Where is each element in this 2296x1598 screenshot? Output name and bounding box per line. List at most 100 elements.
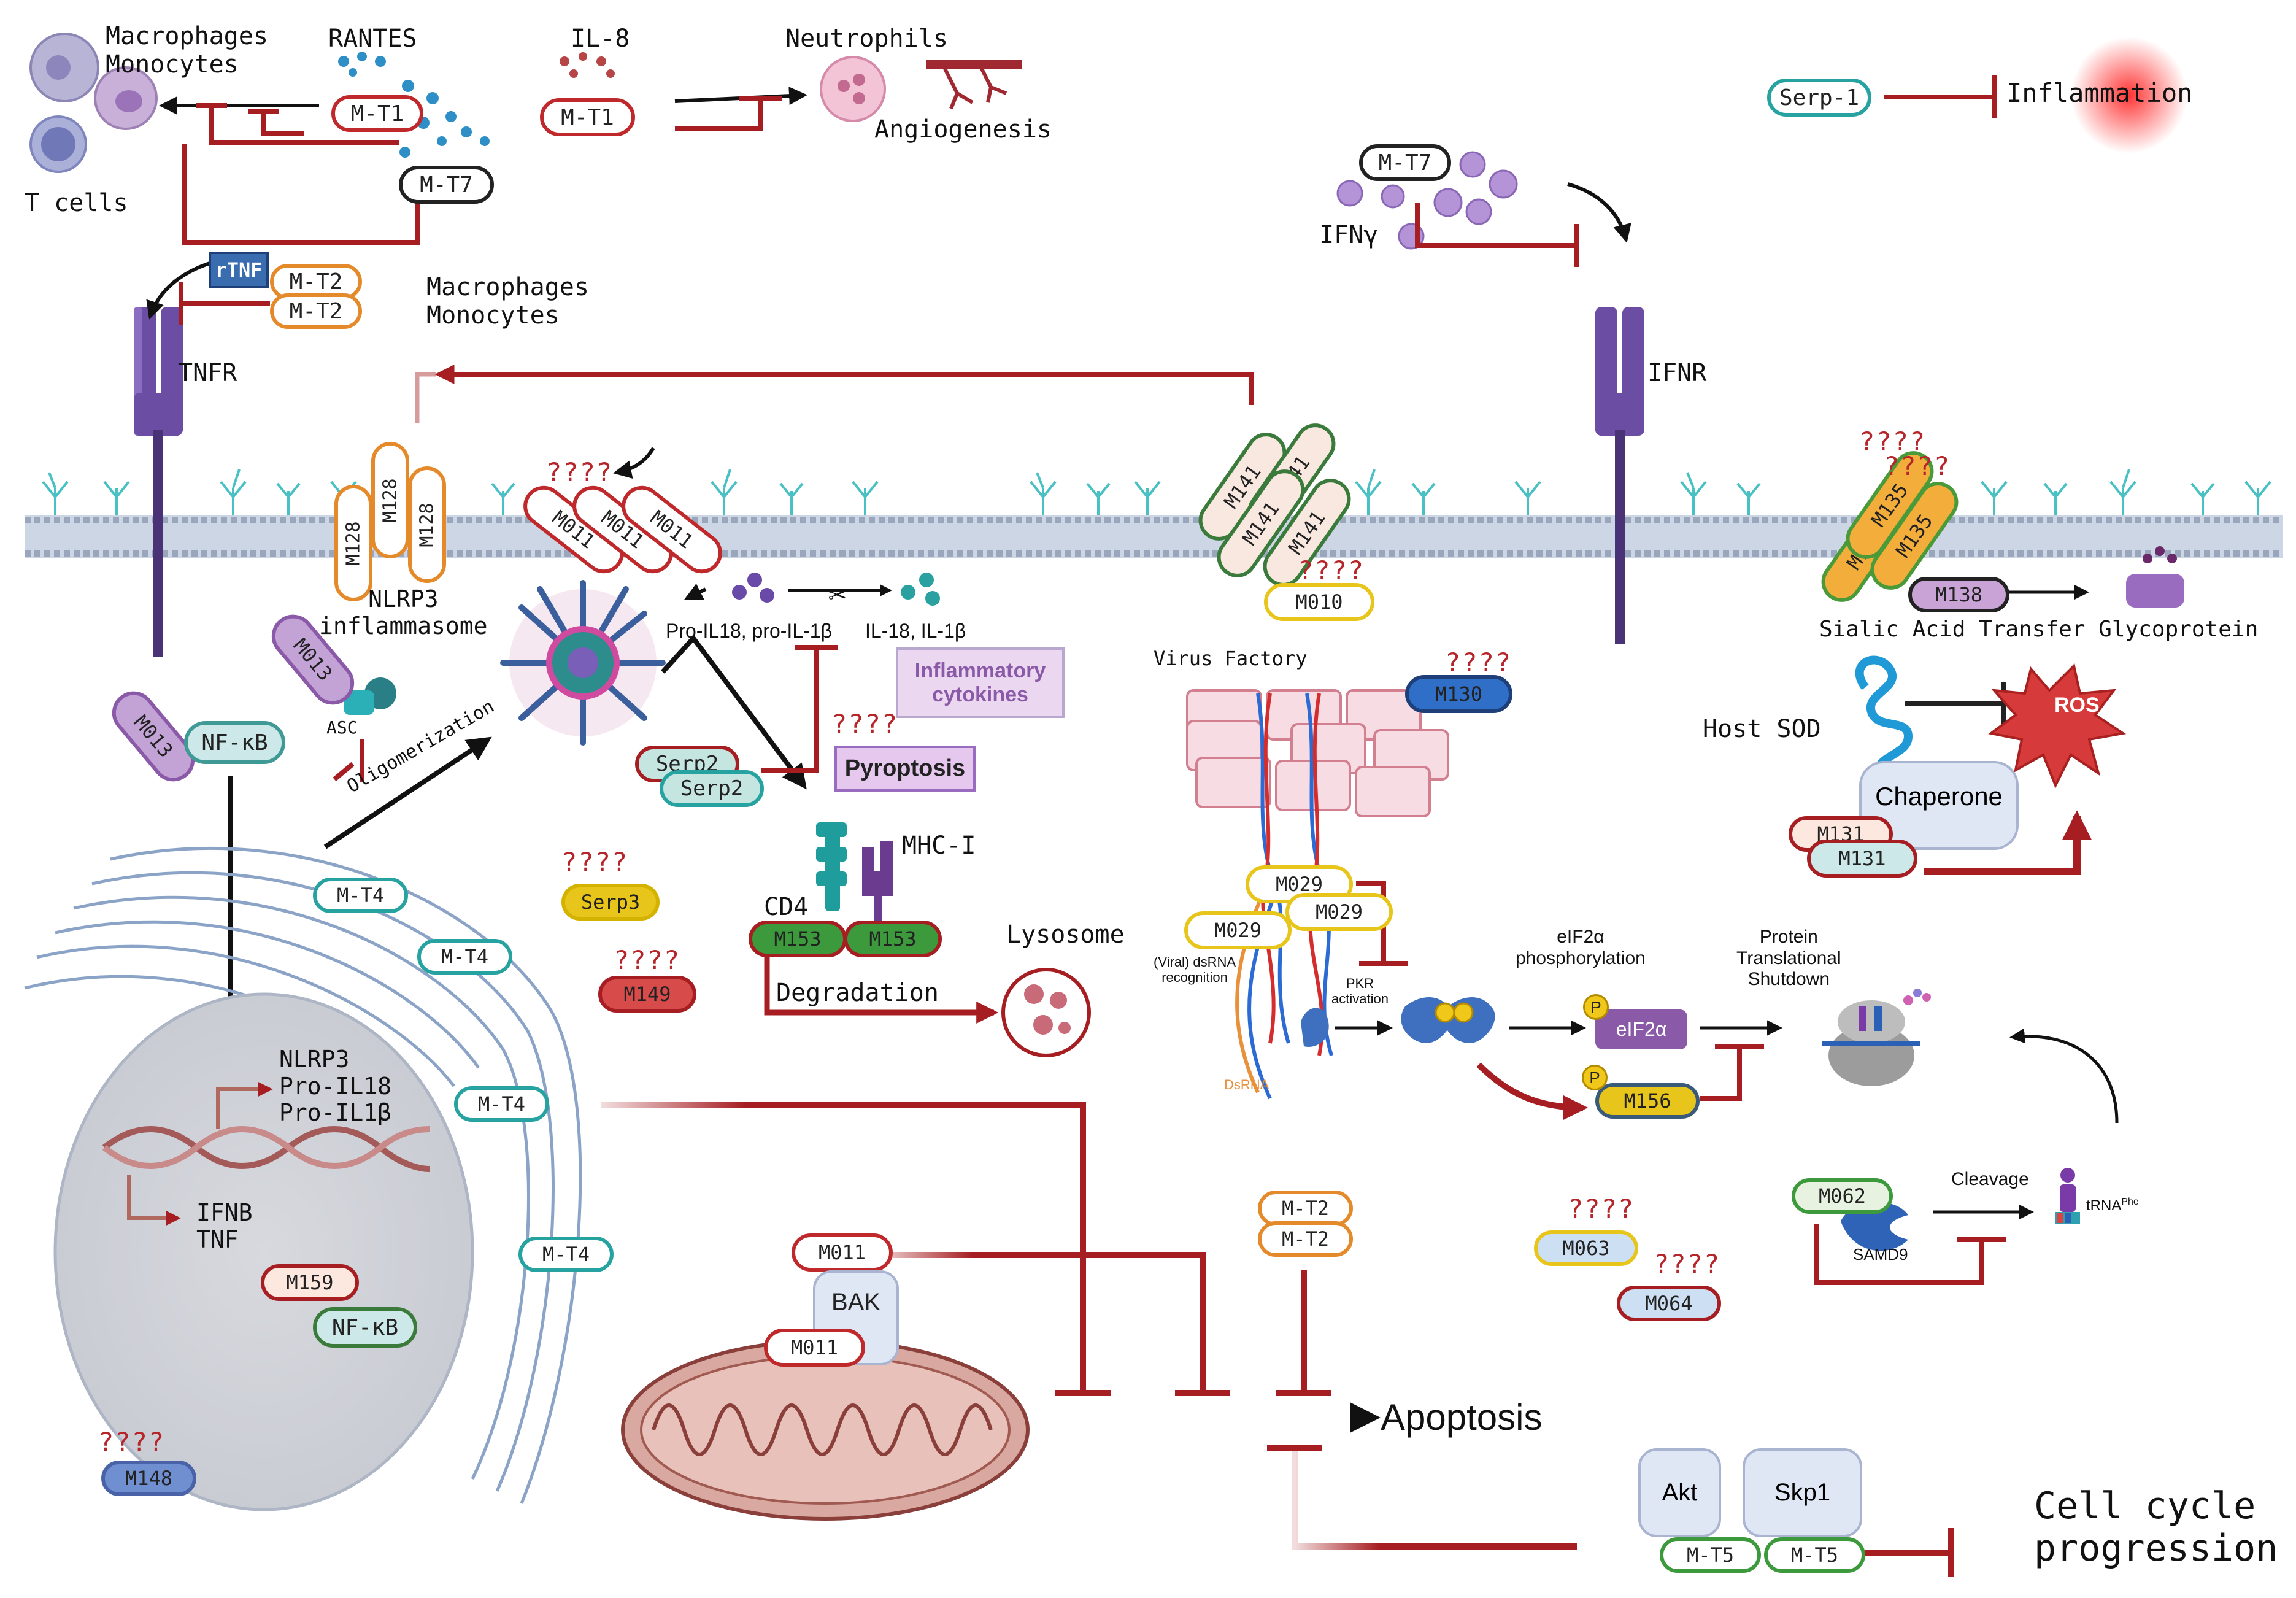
m138-pill: M138 xyxy=(1908,577,2009,612)
nlrp3-genes-label: NLRP3 Pro-IL18 Pro-IL1β xyxy=(279,1046,392,1127)
line-m128 xyxy=(415,372,436,423)
mt4-pill-2: M-T4 xyxy=(417,939,512,975)
cell-cycle-label: Cell cycle progression xyxy=(2034,1484,2278,1570)
unknown-pyroptosis: ???? xyxy=(831,709,899,739)
unknown-m149: ???? xyxy=(614,945,681,975)
m149-pill: M149 xyxy=(598,976,696,1013)
dna-helix xyxy=(102,1126,430,1172)
rantes-label: RANTES xyxy=(328,25,417,53)
arrow-m131-ros xyxy=(1924,810,2092,875)
nfkb2-pill: NF-κB xyxy=(313,1307,417,1348)
unknown-m063: ???? xyxy=(1568,1194,1635,1224)
ifnb-tnf-label: IFNB TNF xyxy=(196,1199,253,1253)
m029-pill-b: M029 xyxy=(1285,893,1393,931)
rantes-particles xyxy=(338,52,490,158)
inflammatory-cytokines-box: Inflammatory cytokines xyxy=(896,647,1065,718)
m130-pill: M130 xyxy=(1405,675,1512,713)
sialic-acid-label: Sialic Acid Transfer Glycoprotein xyxy=(1819,617,2259,642)
mt7-pill-top: M-T7 xyxy=(399,166,494,204)
lysosome-label: Lysosome xyxy=(1006,921,1125,949)
unknown-m130: ???? xyxy=(1445,647,1512,677)
mt5-pill-b: M-T5 xyxy=(1764,1537,1865,1573)
unknown-m135-b: ???? xyxy=(1884,451,1951,481)
arrow-to-m011 xyxy=(613,447,655,479)
m131-pill-b: M131 xyxy=(1807,840,1917,878)
m153-pill-a: M153 xyxy=(749,921,847,957)
inflammasome-structure xyxy=(500,580,666,746)
nlrp3-inflammasome-label: NLRP3 inflammasome xyxy=(319,585,488,639)
asc-protein xyxy=(344,677,396,715)
pkr-activation-label: PKR activation xyxy=(1331,976,1389,1007)
mt2-pill-b: M-T2 xyxy=(270,293,362,329)
protein-shutdown-label: Protein Translational Shutdown xyxy=(1736,927,1841,989)
mhc1-label: MHC-I xyxy=(902,832,976,860)
angiogenesis-label: Angiogenesis xyxy=(874,115,1052,144)
arrow-to-ifnr xyxy=(1567,182,1631,243)
cd4-mhc-receptors xyxy=(816,822,893,921)
inhibit-serp2 xyxy=(761,645,838,773)
m011-pill-apop-b: M011 xyxy=(764,1329,865,1367)
arrow-to-pyroptosis xyxy=(661,634,807,790)
cytokine-cleavage: ✂ xyxy=(732,573,940,612)
samd9-label: SAMD9 xyxy=(1853,1245,1908,1264)
nucleus xyxy=(53,992,474,1511)
serp2-pill-b: Serp2 xyxy=(660,770,764,807)
m064-pill: M064 xyxy=(1617,1286,1721,1321)
immune-cells-illustration xyxy=(29,33,158,173)
m148-pill: M148 xyxy=(101,1461,196,1496)
phosphate-eif2a: P xyxy=(1583,994,1609,1020)
svg-text:✂: ✂ xyxy=(828,577,846,612)
inhibit-mt2 xyxy=(179,282,270,325)
arrow-to-tnfr xyxy=(146,259,218,320)
m128-pill-2: M128 xyxy=(371,442,409,558)
angiogenesis-vessel xyxy=(926,60,1022,110)
inhibit-mt7-ifng xyxy=(1415,203,1579,267)
m128-pill-3: M128 xyxy=(408,466,446,583)
cleavage-label: Cleavage xyxy=(1951,1169,2029,1189)
m156-pill: M156 xyxy=(1595,1083,1700,1119)
m063-pill: M063 xyxy=(1534,1230,1638,1266)
m159-pill: M159 xyxy=(261,1264,359,1301)
arrow-to-apoptosis-head xyxy=(1350,1402,1381,1433)
skp1-box: Skp1 xyxy=(1743,1448,1862,1537)
trna-label: tRNAPhe xyxy=(2086,1197,2139,1214)
mt1-pill-il8: M-T1 xyxy=(540,98,635,136)
il8-particles xyxy=(560,52,615,78)
inhibit-sod-ros xyxy=(1905,682,2006,725)
akt-box: Akt xyxy=(1638,1448,1721,1537)
eif2a-box: eIF2α xyxy=(1595,1009,1687,1049)
transcription-arrows xyxy=(127,1082,273,1226)
m029-pill-c: M029 xyxy=(1184,911,1292,949)
unknown-serp3: ???? xyxy=(561,847,629,877)
degradation-label: Degradation xyxy=(776,979,939,1007)
il18-label: IL-18, IL-1β xyxy=(865,620,966,642)
phosphate-m156: P xyxy=(1582,1065,1608,1090)
pro-il18-label: Pro-IL18, pro-IL-1β xyxy=(666,620,832,642)
dsrna-label: DsRNA xyxy=(1224,1077,1269,1092)
inhibit-m029-pkr xyxy=(1356,881,1408,966)
ros-label: ROS xyxy=(2054,693,2100,717)
trna-illustration xyxy=(2055,1168,2080,1224)
tnfr-receptor xyxy=(134,307,183,657)
nfkb-pill: NF-κB xyxy=(184,721,285,764)
inhibit-apoptosis-lines xyxy=(601,1102,1954,1577)
arrow-m141-to-macrophages xyxy=(434,365,1254,405)
arrow-oligomerization xyxy=(323,736,492,849)
tnfr-label: TNFR xyxy=(178,359,237,387)
inhibit-m013-asc xyxy=(333,739,364,782)
virus-factory-label: Virus Factory xyxy=(1154,647,1308,670)
mt7-pill-ifng: M-T7 xyxy=(1359,144,1451,181)
chaperone-box: Chaperone xyxy=(1859,761,2019,850)
m153-pill-b: M153 xyxy=(844,921,942,957)
neutrophils-label: Neutrophils xyxy=(785,25,948,53)
mt4-pill-4: M-T4 xyxy=(518,1237,614,1272)
arrow-trna-to-ribosome xyxy=(2009,1028,2119,1124)
mt5-pill-a: M-T5 xyxy=(1660,1537,1761,1573)
arrow-degradation xyxy=(764,954,999,1024)
pkr-illustration xyxy=(1301,997,1495,1047)
serp3-pill: Serp3 xyxy=(561,884,660,921)
t-cells-label: T cells xyxy=(25,189,128,217)
host-sod-label: Host SOD xyxy=(1703,715,1821,743)
il8-label: IL-8 xyxy=(571,25,630,53)
